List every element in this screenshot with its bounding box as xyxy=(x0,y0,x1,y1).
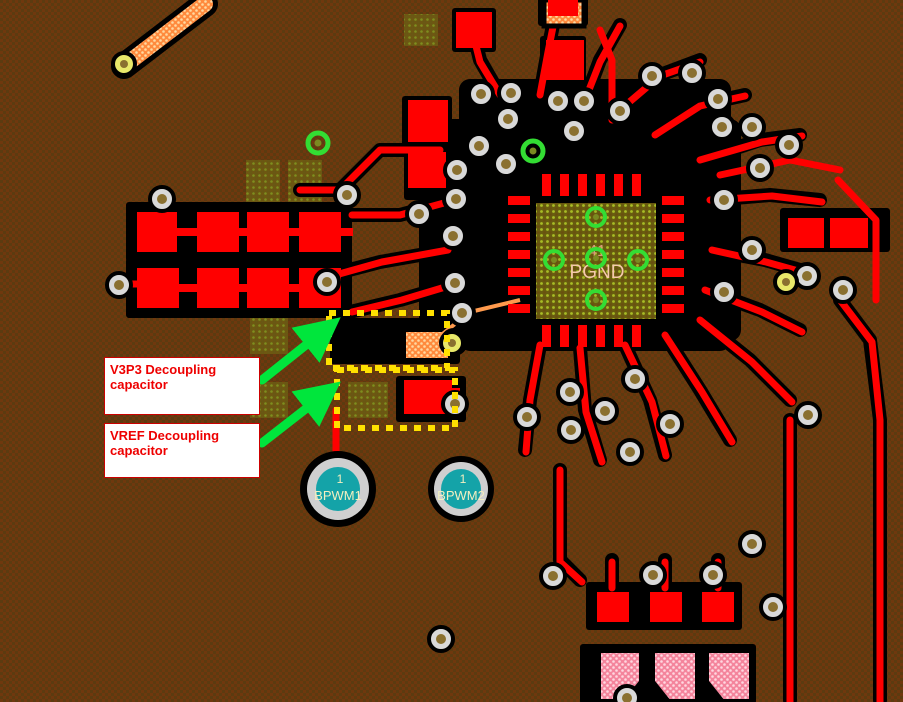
vias-ground-stitch xyxy=(305,130,649,311)
highlight-dashed-boxes xyxy=(326,310,458,431)
testpoint-bpwm1[interactable]: 1 BPWM1 xyxy=(300,451,376,527)
callout-vref-line1: VREF Decoupling xyxy=(110,428,220,443)
vref-footprint-highlight xyxy=(334,367,458,431)
vias-yellow-net xyxy=(111,51,799,356)
arrow-to-v3p3 xyxy=(257,317,341,385)
testpoint-bpwm2-number: 1 xyxy=(460,472,467,486)
testpoint-bpwm1-number: 1 xyxy=(337,472,344,486)
chip-perimeter-pins xyxy=(508,174,684,347)
thermal-pad-designator: 41 xyxy=(588,243,606,260)
testpoint-bpwm2-label: BPWM2 xyxy=(437,488,485,503)
v3p3-footprint-highlight xyxy=(326,310,450,371)
thermal-pad-net: PGND xyxy=(570,262,625,283)
callout-vref-decoupling: VREF Decoupling capacitor xyxy=(104,423,260,478)
callout-v3p3-decoupling: V3P3 Decoupling capacitor xyxy=(104,357,260,415)
testpoint-bpwm2[interactable]: 1 BPWM2 xyxy=(428,456,494,522)
pointer-arrows xyxy=(257,317,341,448)
arrow-to-vref xyxy=(257,381,341,448)
testpoint-bpwm1-label: BPWM1 xyxy=(314,488,362,503)
callout-v3p3-line1: V3P3 Decoupling xyxy=(110,362,217,377)
callout-v3p3-line2: capacitor xyxy=(110,377,168,392)
callout-vref-line2: capacitor xyxy=(110,443,168,458)
